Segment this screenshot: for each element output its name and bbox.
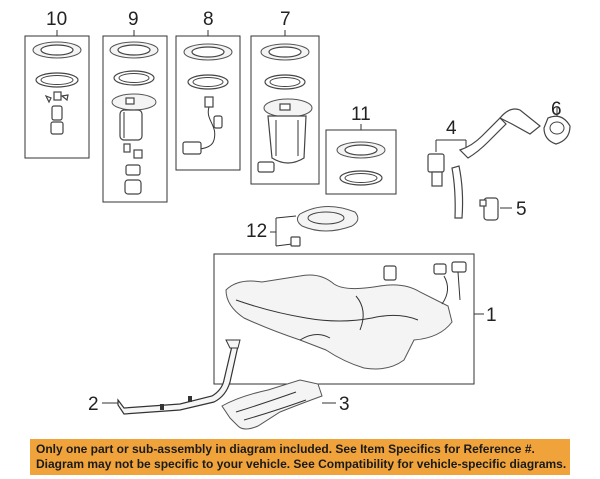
callout-7: 7: [280, 9, 291, 30]
box-7-frame: [250, 35, 320, 185]
bolt-12: [290, 236, 301, 247]
tank-valve-1: [383, 265, 397, 281]
assembly-9: 9: [102, 9, 168, 203]
disclaimer-banner: Only one part or sub-assembly in diagram…: [30, 439, 570, 475]
assembly-11: 11: [325, 104, 397, 195]
assembly-12: 12: [246, 206, 359, 247]
filter-9: [124, 179, 142, 195]
pump-body-9: [119, 109, 143, 141]
filler-cap-6: [543, 115, 571, 145]
box-11-frame: [325, 129, 397, 195]
pump-module-7: [267, 115, 307, 164]
assembly-6: 6: [543, 99, 571, 145]
assembly-4: 4: [427, 108, 541, 219]
connector-7: [257, 161, 275, 173]
callout-9: 9: [128, 9, 139, 30]
callout-11: 11: [351, 104, 371, 125]
box-9-frame: [102, 35, 168, 203]
callout-10: 10: [46, 9, 67, 30]
box-1-frame: [213, 253, 475, 385]
filler-hose-clamp-4: [427, 153, 445, 173]
assembly-8: 8: [175, 9, 241, 171]
callout-1: 1: [486, 305, 497, 326]
callout-2: 2: [88, 394, 99, 415]
connector-8: [182, 141, 202, 155]
fuel-tank-1: [225, 274, 453, 370]
heat-shield-3: [221, 379, 323, 430]
callout-3: 3: [339, 394, 350, 415]
filler-pipe-4: [458, 117, 507, 159]
cover-plate-12: [296, 206, 359, 232]
assembly-3: 3: [221, 379, 350, 430]
assembly-5: 5: [479, 197, 527, 221]
assembly-7: 7: [250, 9, 320, 185]
callout-4: 4: [446, 118, 457, 139]
valve-10: [51, 105, 63, 121]
assembly-1: 1: [213, 253, 497, 385]
tank-strap-2: [117, 345, 239, 415]
callout-6: 6: [551, 99, 562, 120]
box-8-frame: [175, 35, 241, 171]
callout-5: 5: [516, 199, 527, 220]
callout-8: 8: [203, 9, 214, 30]
breather-valve-5: [483, 197, 499, 221]
disclaimer-line-1: Only one part or sub-assembly in diagram…: [36, 442, 535, 456]
assembly-2: 2: [88, 339, 241, 415]
callout-12: 12: [246, 221, 267, 242]
box-10-frame: [24, 35, 90, 159]
sender-float-8: [213, 115, 223, 129]
disclaimer-line-2: Diagram may not be specific to your vehi…: [36, 457, 567, 471]
assembly-10: 10: [24, 9, 90, 159]
